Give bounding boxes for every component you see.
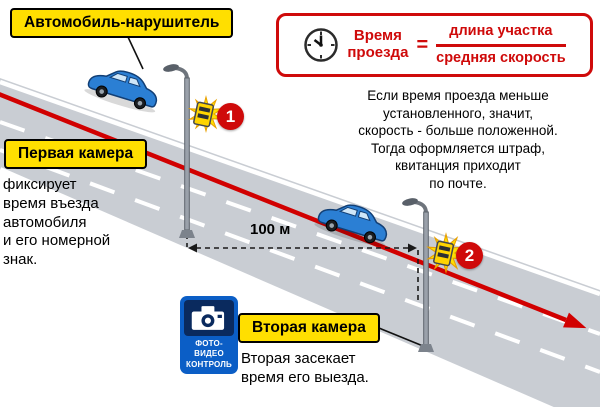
sign-caption: ФОТО-ВИДЕО КОНТРОЛЬ	[186, 338, 232, 370]
sign-camera-icon	[184, 300, 234, 336]
road-edge-near	[0, 167, 554, 407]
distance-label: 100 м	[250, 221, 291, 238]
formula-numerator: длина участка	[436, 23, 566, 47]
rule-text: Если время проезда меньше установленного…	[358, 88, 558, 191]
speed-camera-2-icon	[433, 240, 455, 267]
formula-box: Время проезда = длина участка средняя ск…	[276, 13, 593, 77]
car-1	[82, 60, 165, 117]
violator-car-label: Автомобиль-нарушитель	[10, 8, 234, 38]
formula-fraction: длина участка средняя скорость	[436, 23, 566, 67]
speed-camera-1-icon	[193, 101, 215, 128]
camera-1-marker: 1	[217, 103, 244, 130]
formula-travel-time: Время проезда	[347, 27, 409, 61]
first-camera-label: Первая камера	[4, 139, 148, 169]
camera-2-marker: 2	[456, 242, 483, 269]
second-camera-note: Вторая засекает время его выезда.	[241, 350, 369, 386]
road	[0, 78, 600, 407]
measure-arrow-right	[408, 243, 417, 253]
lamp-post-2	[402, 198, 434, 352]
clock-icon	[304, 28, 339, 62]
equals-sign: =	[416, 33, 429, 56]
label-connector-violator	[127, 36, 144, 70]
road-edge-far	[0, 79, 600, 297]
formula-denominator: средняя скорость	[436, 49, 566, 66]
second-camera-label: Вторая камера	[238, 313, 380, 343]
lamp-post-1	[163, 64, 195, 238]
first-camera-note: фиксирует время въезда автомобиля и его …	[3, 176, 111, 268]
lane-divider-2	[0, 148, 600, 374]
measure-arrow-left	[188, 243, 197, 253]
route-arrow	[0, 92, 587, 329]
photo-video-control-sign: ФОТО-ВИДЕО КОНТРОЛЬ	[180, 296, 238, 374]
